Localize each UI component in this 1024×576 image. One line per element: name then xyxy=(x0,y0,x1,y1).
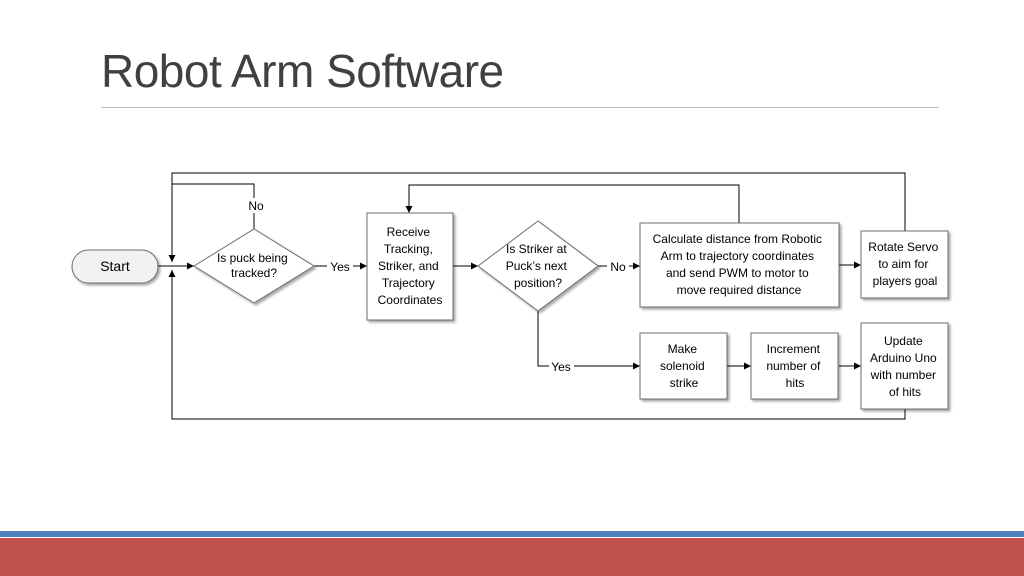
receive-text: Receive Tracking, Striker, and Trajector… xyxy=(378,225,443,307)
update-text: Update Arduino Uno with number of hits xyxy=(870,334,940,399)
label-yes-tracked: Yes xyxy=(330,260,350,274)
start-terminator xyxy=(71,249,159,284)
solenoid-text: Make solenoid strike xyxy=(660,342,708,390)
start-label: Start xyxy=(100,258,130,274)
slide-title: Robot Arm Software xyxy=(101,45,504,97)
calculate-box xyxy=(639,222,840,308)
label-yes-striker: Yes xyxy=(551,360,571,374)
connector-outer-bottom-loop xyxy=(168,270,906,420)
label-no-tracked: No xyxy=(248,199,264,213)
calculate-text: Calculate distance from Robotic Arm to t… xyxy=(653,232,826,297)
increment-text: Increment number of hits xyxy=(766,342,823,390)
connector-yes-striker xyxy=(537,311,640,370)
increment-box xyxy=(750,332,839,400)
decision-tracked-diamond xyxy=(193,228,315,304)
update-box xyxy=(860,322,949,410)
decision-striker-text: Is Striker at Puck’s next position? xyxy=(506,242,571,290)
decision-striker-diamond xyxy=(477,220,599,312)
footer-accent-blue xyxy=(0,531,1024,537)
solenoid-box xyxy=(639,332,728,400)
connector-calculate-loop xyxy=(405,184,740,223)
footer-accent-red xyxy=(0,538,1024,576)
connector-outer-top-loop xyxy=(171,172,906,231)
label-no-striker: No xyxy=(610,260,626,274)
title-divider xyxy=(101,107,939,108)
rotate-text: Rotate Servo to aim for players goal xyxy=(868,240,941,288)
rotate-box xyxy=(860,230,949,299)
receive-box xyxy=(366,212,454,321)
decision-tracked-text: Is puck being tracked? xyxy=(217,251,291,280)
